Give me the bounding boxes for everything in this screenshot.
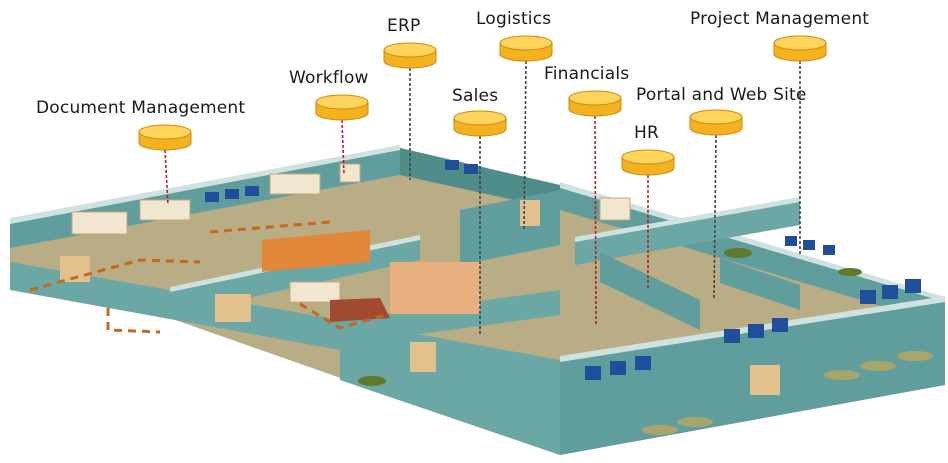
label-project-management: Project Management <box>690 9 870 29</box>
window <box>772 318 788 332</box>
label-sales: Sales <box>452 86 499 106</box>
wall-pictures <box>71 163 631 303</box>
window <box>245 186 259 196</box>
stone <box>897 351 933 361</box>
connector-document-management <box>164 149 169 206</box>
reception-desk <box>262 230 370 272</box>
front-wall-center <box>340 320 560 455</box>
database-icon-hr <box>621 149 675 176</box>
meeting-table <box>330 298 390 322</box>
window <box>585 366 601 380</box>
database-icon-document-management <box>138 124 192 151</box>
shelving-unit <box>390 262 480 314</box>
walking-paths <box>29 220 386 334</box>
database-icons <box>138 35 827 176</box>
window <box>860 290 876 304</box>
window <box>905 279 921 293</box>
picture <box>339 163 361 183</box>
window <box>464 164 478 174</box>
stone <box>860 361 896 371</box>
picture <box>289 281 341 303</box>
interior-wall-6 <box>340 290 560 345</box>
window <box>635 356 651 370</box>
interior-wall-4 <box>600 252 700 330</box>
plant <box>838 268 862 276</box>
window <box>882 285 898 299</box>
window <box>610 361 626 375</box>
back-wall-left-top <box>10 145 400 224</box>
database-icon-sales <box>453 110 507 137</box>
database-icon-erp <box>383 42 437 69</box>
database-icon-portal-web-site <box>689 109 743 136</box>
path <box>209 220 331 234</box>
label-workflow: Workflow <box>289 68 369 88</box>
database-icon-project-management <box>773 35 827 62</box>
window <box>785 236 797 246</box>
window <box>445 160 459 170</box>
connector-workflow <box>341 119 345 176</box>
connector-logistics <box>523 60 527 231</box>
picture <box>71 211 128 235</box>
door <box>410 342 436 372</box>
plants <box>358 248 862 386</box>
windows <box>205 160 921 380</box>
label-hr: HR <box>634 123 659 143</box>
picture <box>269 173 321 195</box>
window <box>225 189 239 199</box>
stone <box>642 425 678 435</box>
doors <box>60 200 780 395</box>
stone <box>677 417 713 427</box>
label-erp: ERP <box>387 16 421 36</box>
picture <box>139 199 191 221</box>
path <box>106 308 161 334</box>
stepping-stones <box>642 351 933 435</box>
window <box>803 240 815 250</box>
label-financials: Financials <box>544 64 630 84</box>
plant <box>724 248 752 258</box>
window <box>724 329 740 343</box>
connector-lines <box>164 60 801 335</box>
door <box>520 200 540 226</box>
door <box>750 365 780 395</box>
window <box>748 324 764 338</box>
path <box>299 302 386 330</box>
picture <box>599 197 631 221</box>
database-icon-logistics <box>499 35 553 62</box>
label-portal-web-site: Portal and Web Site <box>636 85 807 105</box>
label-logistics: Logistics <box>476 9 552 29</box>
door <box>215 294 251 322</box>
connector-portal-web-site <box>713 134 717 301</box>
window <box>823 245 835 255</box>
path <box>29 258 201 292</box>
interior-wall-3 <box>575 200 800 265</box>
window <box>205 192 219 202</box>
interior-wall-5 <box>720 258 800 310</box>
interior-wall-3-top <box>575 197 800 242</box>
side-wall-right <box>560 185 945 325</box>
database-icon-financials <box>568 90 622 117</box>
stone <box>824 370 860 380</box>
plant <box>358 376 386 386</box>
database-icon-workflow <box>315 94 369 121</box>
label-document-management: Document Management <box>36 98 246 118</box>
